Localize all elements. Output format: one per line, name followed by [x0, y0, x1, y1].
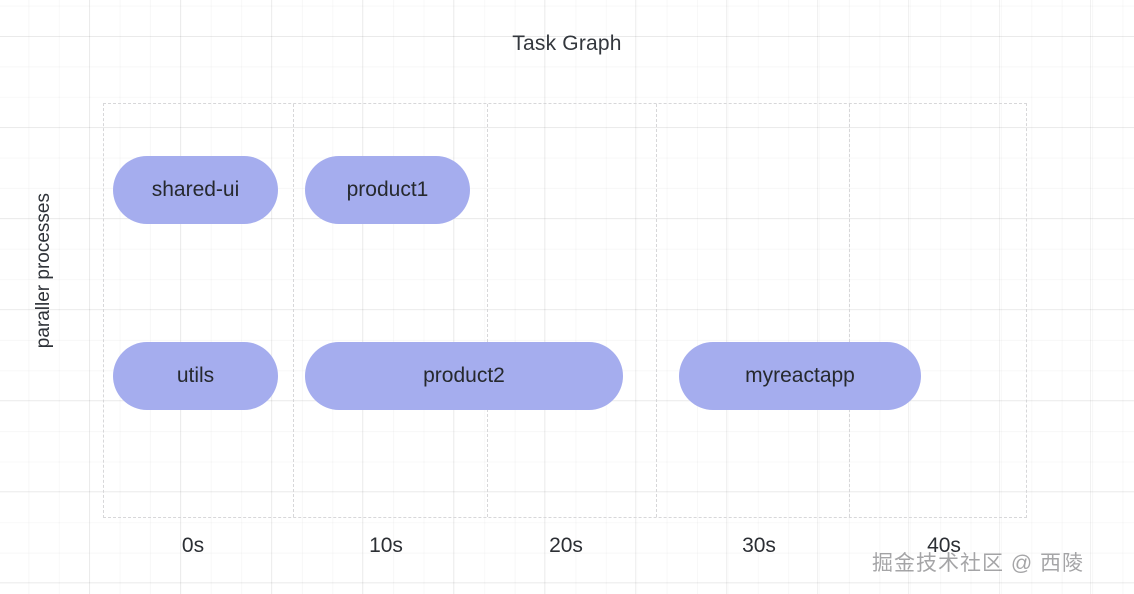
vertical-gridline: [656, 104, 657, 517]
vertical-gridline: [849, 104, 850, 517]
y-axis-label: paraller processes: [33, 193, 54, 349]
x-axis-tick: 40s: [927, 534, 961, 557]
x-axis-tick: 10s: [369, 534, 403, 557]
task-bar[interactable]: shared-ui: [113, 156, 278, 224]
task-bar[interactable]: product2: [305, 342, 623, 410]
x-axis-tick: 20s: [549, 534, 583, 557]
task-bar[interactable]: product1: [305, 156, 470, 224]
vertical-gridline: [487, 104, 488, 517]
task-bar[interactable]: utils: [113, 342, 278, 410]
vertical-gridline: [293, 104, 294, 517]
plot-area: shared-ui product1 utils product2 myreac…: [103, 103, 1027, 518]
watermark: 掘金技术社区 @ 西陵: [872, 552, 1084, 575]
x-axis-tick: 0s: [181, 534, 205, 557]
chart-title: Task Graph: [512, 32, 622, 55]
x-axis-tick: 30s: [742, 534, 776, 557]
task-bar[interactable]: myreactapp: [679, 342, 921, 410]
